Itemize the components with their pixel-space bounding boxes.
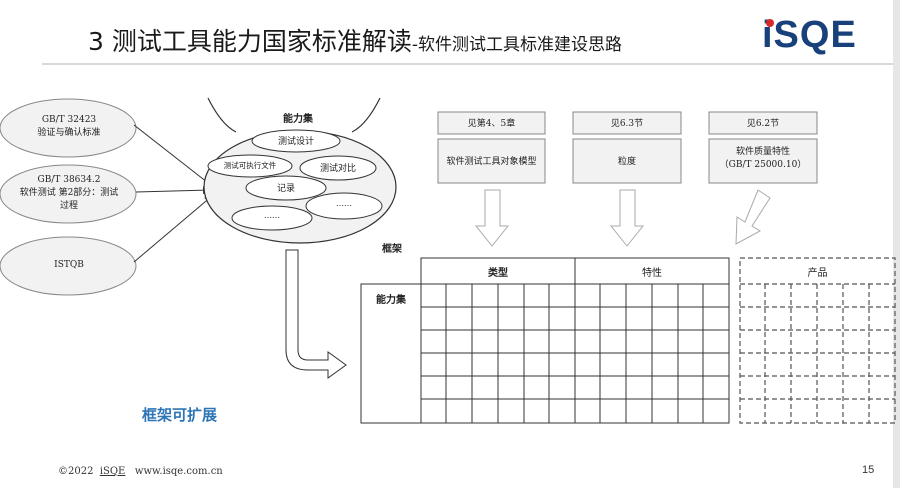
row-header-cell bbox=[360, 283, 422, 424]
gbt38634-name: 软件测试 第2部分：测试 bbox=[19, 188, 119, 198]
logo-dot bbox=[766, 19, 774, 27]
oval-gbt38634-label: GB/T 38634.2 软件测试 第2部分：测试 过程 bbox=[6, 174, 132, 213]
arrow-gbt32423 bbox=[133, 124, 213, 187]
oval-istqb bbox=[0, 236, 137, 296]
title-sub: -软件测试工具标准建设思路 bbox=[411, 35, 622, 55]
item-test-compare: 测试对比 bbox=[319, 164, 356, 174]
title-main: 3 测试工具能力国家标准解读 bbox=[88, 27, 412, 56]
isqe-logo: iSQE bbox=[762, 14, 857, 57]
down-arrow-3 bbox=[735, 189, 771, 245]
down-arrow-2 bbox=[609, 189, 645, 247]
oval-gbt32423-label: GB/T 32423 验证与确认标准 bbox=[10, 114, 128, 140]
arrow-istqb bbox=[133, 195, 213, 263]
item-record-oval bbox=[245, 175, 327, 201]
grid-lines bbox=[421, 284, 729, 423]
item-compare-oval bbox=[299, 155, 377, 181]
ref-box-object-model: 软件测试工具对象模型 bbox=[446, 157, 537, 167]
ref-box-2 bbox=[572, 138, 682, 184]
item-test-design-oval bbox=[251, 129, 341, 153]
row-header-capability: 能力集 bbox=[376, 295, 406, 306]
item-executable-file: 测试可执行文件 bbox=[223, 161, 277, 170]
capability-set-title: 能力集 bbox=[283, 114, 313, 125]
oval-istqb-label: ISTQB bbox=[54, 260, 84, 270]
footer: ©2022 iSQE www.isqe.com.cn bbox=[58, 466, 223, 477]
item-executable-oval bbox=[207, 154, 293, 178]
footer-copyright: ©2022 bbox=[58, 466, 94, 477]
ref-tag-box-1 bbox=[437, 111, 546, 135]
product-grid bbox=[739, 257, 896, 424]
title-divider bbox=[42, 63, 900, 65]
arrow-gbt38634 bbox=[135, 186, 211, 195]
item-record: 记录 bbox=[276, 184, 295, 194]
gbt32423-code: GB/T 32423 bbox=[41, 115, 97, 125]
curved-arrow-to-framework bbox=[285, 249, 347, 379]
ref-box-granularity: 粒度 bbox=[617, 157, 636, 167]
ref-box-quality: 软件质量特性 （GB/T 25000.10） bbox=[709, 146, 817, 172]
quality-characteristics: 软件质量特性 bbox=[735, 147, 790, 157]
framework-table bbox=[360, 257, 896, 424]
gbt38634-name-cont: 过程 bbox=[59, 201, 78, 211]
right-scrollbar-edge bbox=[893, 0, 900, 488]
funnel-right-edge bbox=[351, 97, 381, 133]
quality-standard: （GB/T 25000.10） bbox=[719, 160, 807, 170]
col-product-label: 产品 bbox=[807, 268, 828, 279]
item-ellipsis-oval-1 bbox=[305, 192, 383, 220]
oval-gbt38634 bbox=[0, 164, 137, 224]
extensible-caption: 框架可扩展 bbox=[142, 406, 218, 424]
slide-title: 3 测试工具能力国家标准解读-软件测试工具标准建设思路 bbox=[88, 22, 622, 58]
gbt32423-name: 验证与确认标准 bbox=[37, 128, 101, 138]
col-type-label: 类型 bbox=[488, 268, 508, 279]
funnel-left-edge bbox=[207, 97, 237, 133]
page-number: 15 bbox=[862, 464, 875, 476]
ref-tag-1: 见第4、5章 bbox=[467, 119, 516, 129]
footer-url[interactable]: www.isqe.com.cn bbox=[134, 466, 223, 477]
item-ellipsis-1: …… bbox=[336, 199, 352, 208]
item-ellipsis-oval-2 bbox=[231, 205, 313, 231]
oval-gbt32423 bbox=[0, 98, 137, 158]
item-test-design: 测试设计 bbox=[277, 137, 314, 147]
gbt38634-code: GB/T 38634.2 bbox=[37, 175, 101, 185]
ref-tag-2: 见6.3节 bbox=[610, 119, 644, 129]
framework-label: 框架 bbox=[382, 244, 402, 255]
ref-tag-box-2 bbox=[572, 111, 682, 135]
logo-text: iSQE bbox=[762, 14, 857, 56]
footer-brand: iSQE bbox=[99, 466, 126, 477]
ref-tag-box-3 bbox=[708, 111, 818, 135]
item-ellipsis-2: …… bbox=[264, 211, 280, 220]
col-characteristic-label: 特性 bbox=[642, 268, 662, 279]
down-arrow-1 bbox=[474, 189, 510, 247]
ref-tag-3: 见6.2节 bbox=[746, 119, 780, 129]
ref-box-1 bbox=[437, 138, 546, 184]
ref-box-3 bbox=[708, 138, 818, 184]
